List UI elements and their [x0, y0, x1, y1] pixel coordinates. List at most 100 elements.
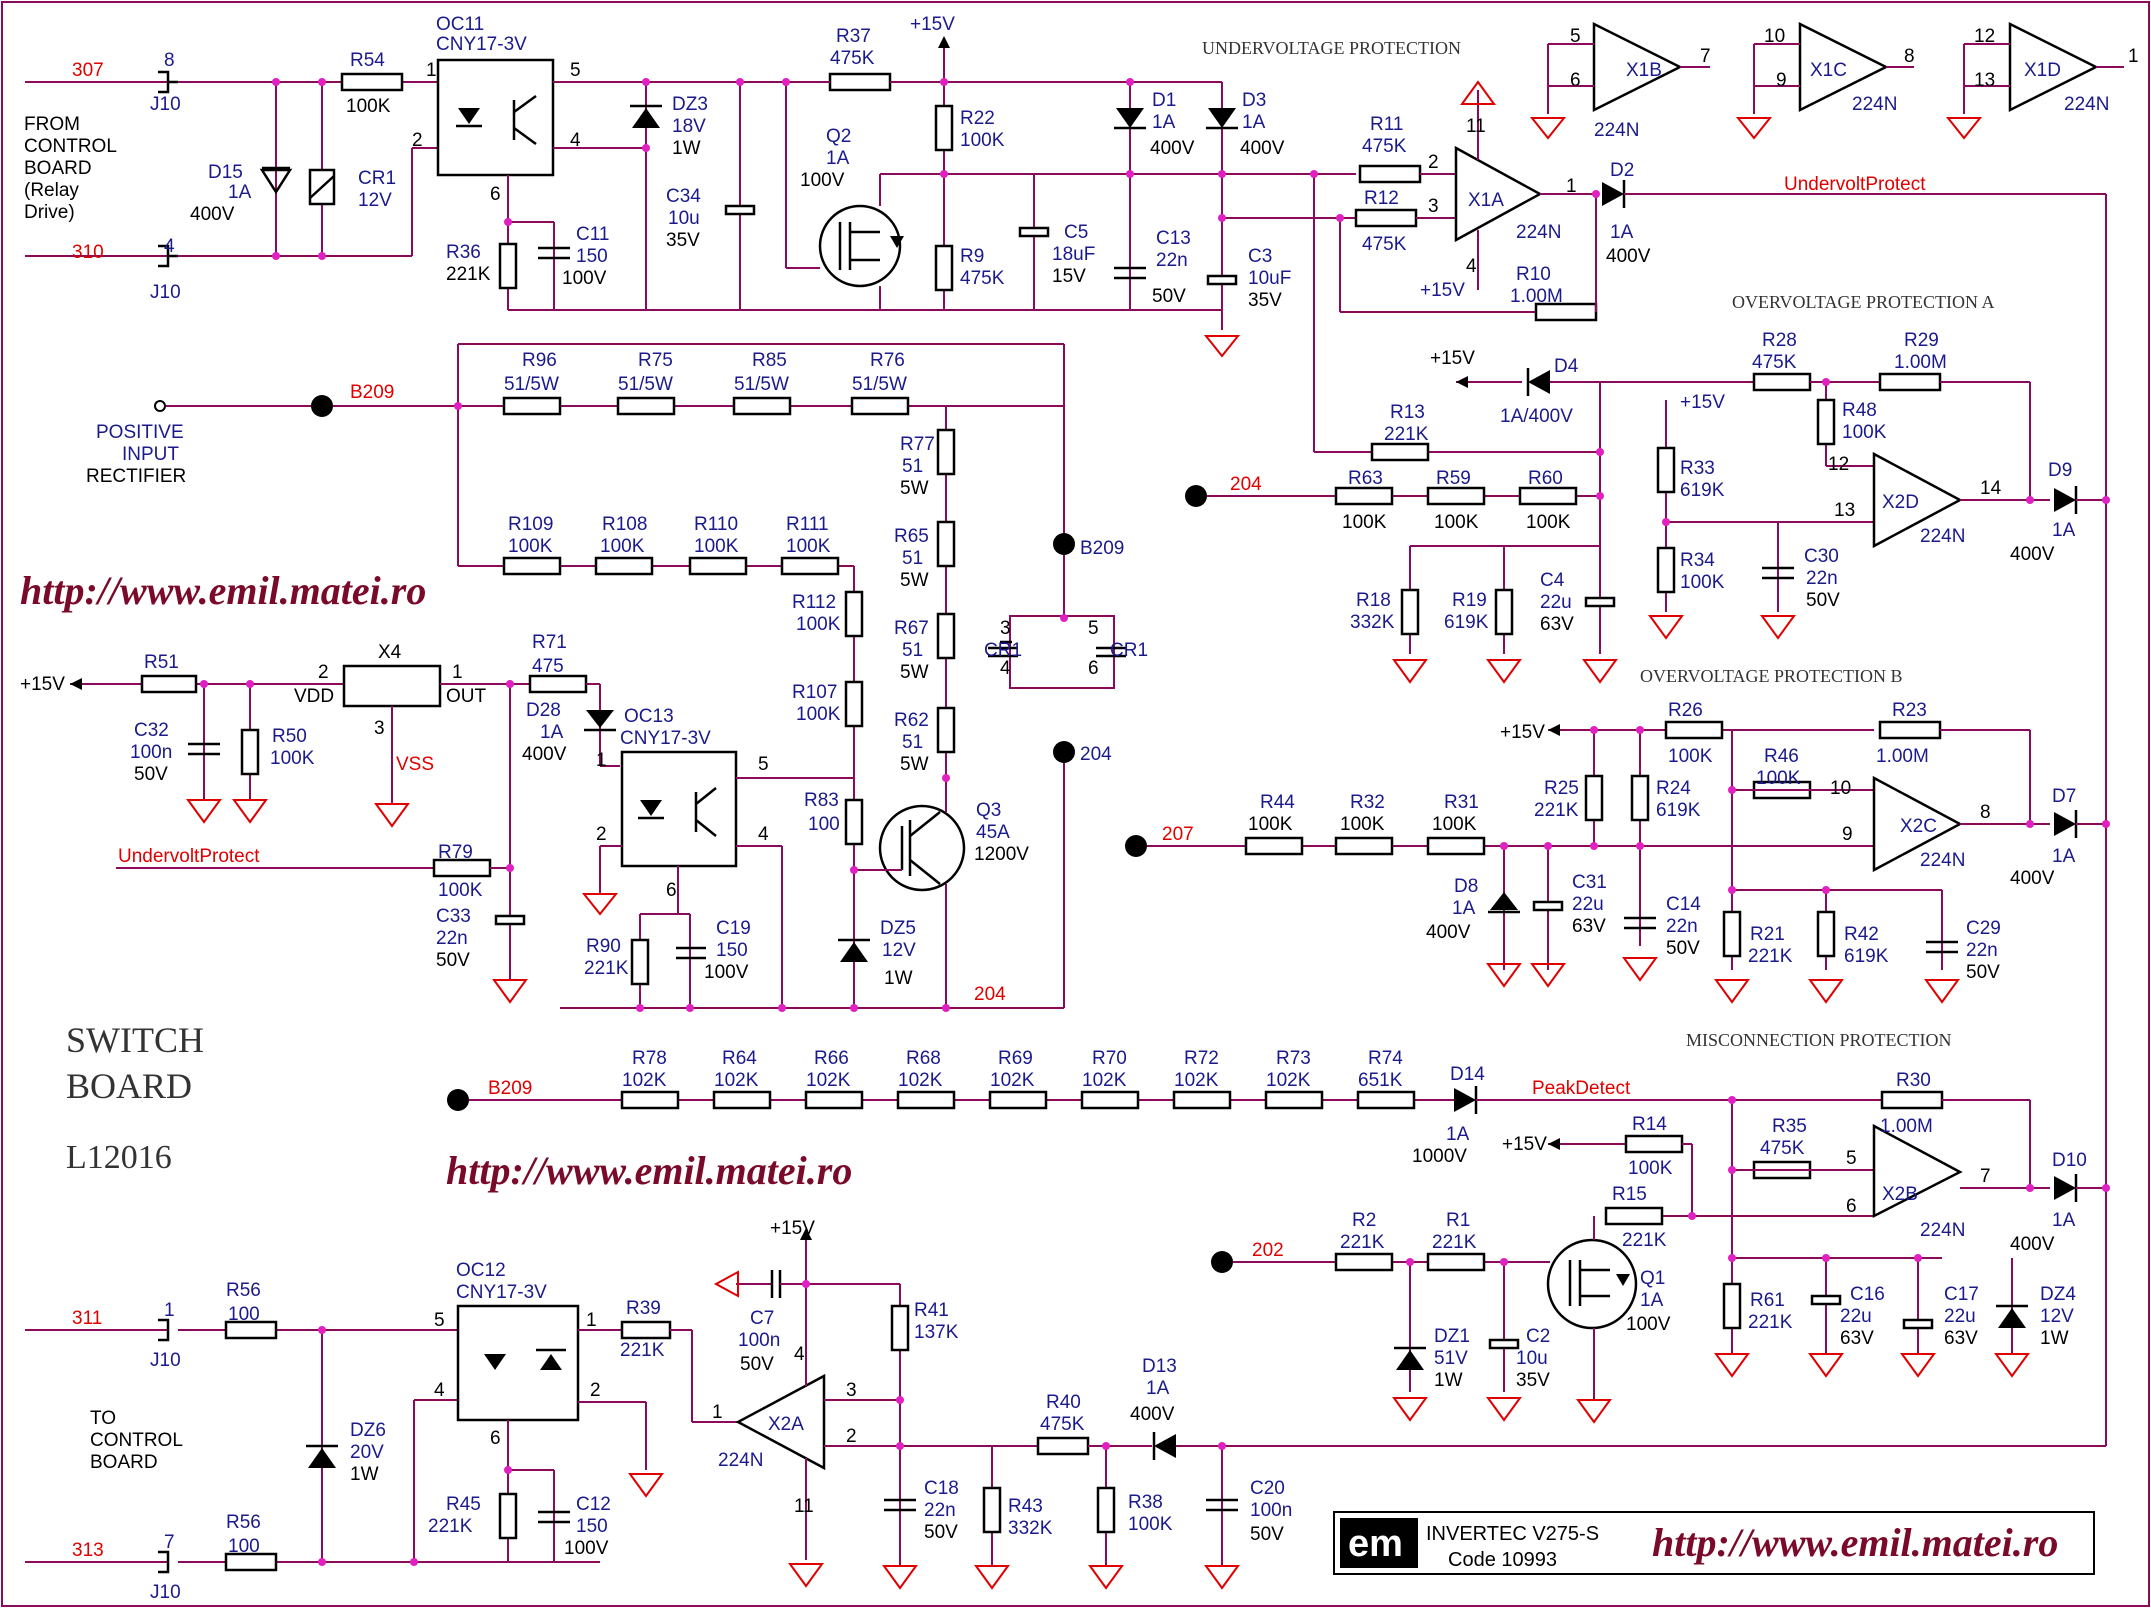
component-label: 1A: [1446, 1124, 1470, 1145]
component-label: R28: [1762, 330, 1797, 351]
board-title-line1: SWITCH: [66, 1020, 204, 1060]
component-label: DZ5: [880, 918, 916, 939]
component-label: C17: [1944, 1284, 1979, 1305]
component-label: UndervoltProtect: [1784, 174, 1926, 195]
component-label: 15V: [1052, 266, 1086, 287]
component-label: 22u: [1540, 592, 1572, 613]
component-label: 100K: [270, 748, 315, 769]
component-label: D3: [1242, 90, 1266, 111]
component-label: C18: [924, 1478, 959, 1499]
component-label: C16: [1850, 1284, 1885, 1305]
component-label: 1W: [1434, 1370, 1463, 1391]
component-label: D9: [2048, 460, 2072, 481]
component-label: 100K: [796, 614, 841, 635]
component-label: 1.00M: [1880, 1116, 1933, 1137]
component-label: 224N: [2064, 94, 2109, 115]
component-label: D28: [526, 700, 561, 721]
component-label: X1D: [2024, 60, 2061, 81]
component-label: 50V: [134, 764, 168, 785]
component-label: 1.00M: [1894, 352, 1947, 373]
component-label: 100K: [1434, 512, 1479, 533]
component-label: 6: [1846, 1196, 1857, 1217]
component-label: C12: [576, 1494, 611, 1515]
component-label: 10: [1830, 778, 1851, 799]
component-label: 619K: [1680, 480, 1725, 501]
component-label: 18uF: [1052, 244, 1095, 265]
component-label: 1.00M: [1876, 746, 1929, 767]
component-label: (Relay: [24, 180, 79, 201]
component-label: R54: [350, 50, 385, 71]
title-block-product: INVERTEC V275-S: [1426, 1523, 1599, 1545]
component-label: 310: [72, 242, 104, 263]
component-label: 475: [532, 656, 564, 677]
component-label: 619K: [1444, 612, 1489, 633]
component-label: R74: [1368, 1048, 1403, 1069]
b209-resistor-ladder: [160, 343, 1126, 1009]
component-label: CNY17-3V: [620, 728, 711, 749]
component-label: R78: [632, 1048, 667, 1069]
component-label: 100: [228, 1536, 260, 1557]
component-label: R72: [1184, 1048, 1219, 1069]
component-label: 50V: [436, 950, 470, 971]
component-label: X1C: [1810, 60, 1847, 81]
component-label: 1.00M: [1510, 286, 1563, 307]
component-label: 400V: [2010, 544, 2055, 565]
component-label: C31: [1572, 872, 1607, 893]
component-label: D13: [1142, 1356, 1177, 1377]
unused-opamps: [1529, 21, 2124, 140]
component-label: R63: [1348, 468, 1383, 489]
component-label: 4: [570, 130, 581, 151]
component-label: R48: [1842, 400, 1877, 421]
component-label: R96: [522, 350, 557, 371]
component-label: 5: [1088, 618, 1099, 639]
component-label: VSS: [396, 754, 434, 775]
component-label: R112: [792, 592, 836, 613]
component-label: 224N: [1516, 222, 1561, 243]
component-label: R79: [438, 842, 473, 863]
component-label: 332K: [1350, 612, 1395, 633]
component-label: 651K: [1358, 1070, 1403, 1091]
overvoltage-a-section: [1196, 368, 2106, 684]
component-label: 102K: [1082, 1070, 1127, 1091]
component-label: R18: [1356, 590, 1391, 611]
component-label: 12V: [2040, 1306, 2074, 1327]
component-label: 9: [1842, 824, 1853, 845]
component-label: +15V: [1430, 348, 1475, 369]
component-label: 311: [72, 1308, 102, 1329]
component-label: 5W: [900, 570, 929, 591]
component-label: 100K: [1628, 1158, 1673, 1179]
component-label: PeakDetect: [1532, 1078, 1631, 1099]
component-label: 102K: [990, 1070, 1035, 1091]
component-label: OUT: [446, 686, 487, 707]
component-label: D8: [1454, 876, 1478, 897]
component-label: R69: [998, 1048, 1033, 1069]
component-label: R44: [1260, 792, 1295, 813]
component-label: D10: [2052, 1150, 2087, 1171]
component-label: 204: [1080, 744, 1112, 765]
component-label: Q2: [826, 126, 851, 147]
component-label: 51/5W: [618, 374, 673, 395]
component-label: DZ3: [672, 94, 708, 115]
component-label: 35V: [1516, 1370, 1550, 1391]
component-label: 3: [374, 718, 385, 739]
component-label: 150: [576, 246, 608, 267]
component-label: 100: [228, 1304, 260, 1325]
component-label: 100n: [130, 742, 172, 763]
component-label: 6: [490, 1428, 501, 1449]
component-label: Drive): [24, 202, 75, 223]
component-label: R46: [1764, 746, 1799, 767]
component-label: 6: [1088, 658, 1099, 679]
component-label: TO: [90, 1408, 116, 1429]
component-label: DZ4: [2040, 1284, 2076, 1305]
component-label: 100n: [1250, 1500, 1292, 1521]
component-label: R25: [1544, 778, 1579, 799]
component-label: R50: [272, 726, 307, 747]
component-label: 1A: [540, 722, 564, 743]
component-label: 221K: [620, 1340, 665, 1361]
component-label: 100V: [564, 1538, 609, 1559]
component-label: 1W: [2040, 1328, 2069, 1349]
component-label: 224N: [1594, 120, 1639, 141]
component-label: R39: [626, 1298, 661, 1319]
component-label: 1: [596, 750, 607, 771]
